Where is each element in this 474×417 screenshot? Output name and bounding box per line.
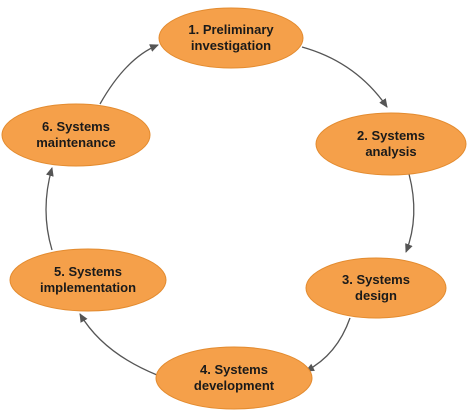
node-label-line: 5. Systems	[54, 264, 122, 279]
node-ellipse	[9, 248, 167, 312]
node-ellipse	[155, 346, 313, 410]
node-ellipse	[158, 7, 304, 69]
node-label-line: 6. Systems	[42, 119, 110, 134]
arrow-n2-to-n3	[405, 173, 415, 253]
node-label-line: maintenance	[36, 135, 115, 150]
node-label-line: 3. Systems	[342, 272, 410, 287]
node-label-line: 4. Systems	[200, 362, 268, 377]
node-label-line: design	[355, 288, 397, 303]
node-label-line: analysis	[365, 144, 416, 159]
arrow-n6-to-n1	[99, 44, 159, 105]
node-ellipse	[305, 257, 447, 319]
arrow-n5-to-n6	[45, 167, 54, 251]
arrow-n4-to-n5	[79, 313, 158, 376]
node-label-line: 2. Systems	[357, 128, 425, 143]
arrow-n1-to-n2	[301, 46, 388, 108]
node-ellipse	[315, 112, 467, 176]
node-label-line: implementation	[40, 280, 136, 295]
node-label-line: investigation	[191, 38, 271, 53]
node-ellipse	[1, 103, 151, 167]
node-label-line: 1. Preliminary	[188, 22, 274, 37]
edges-layer	[45, 44, 415, 376]
node-label-line: development	[194, 378, 275, 393]
arrow-n3-to-n4	[305, 317, 351, 372]
